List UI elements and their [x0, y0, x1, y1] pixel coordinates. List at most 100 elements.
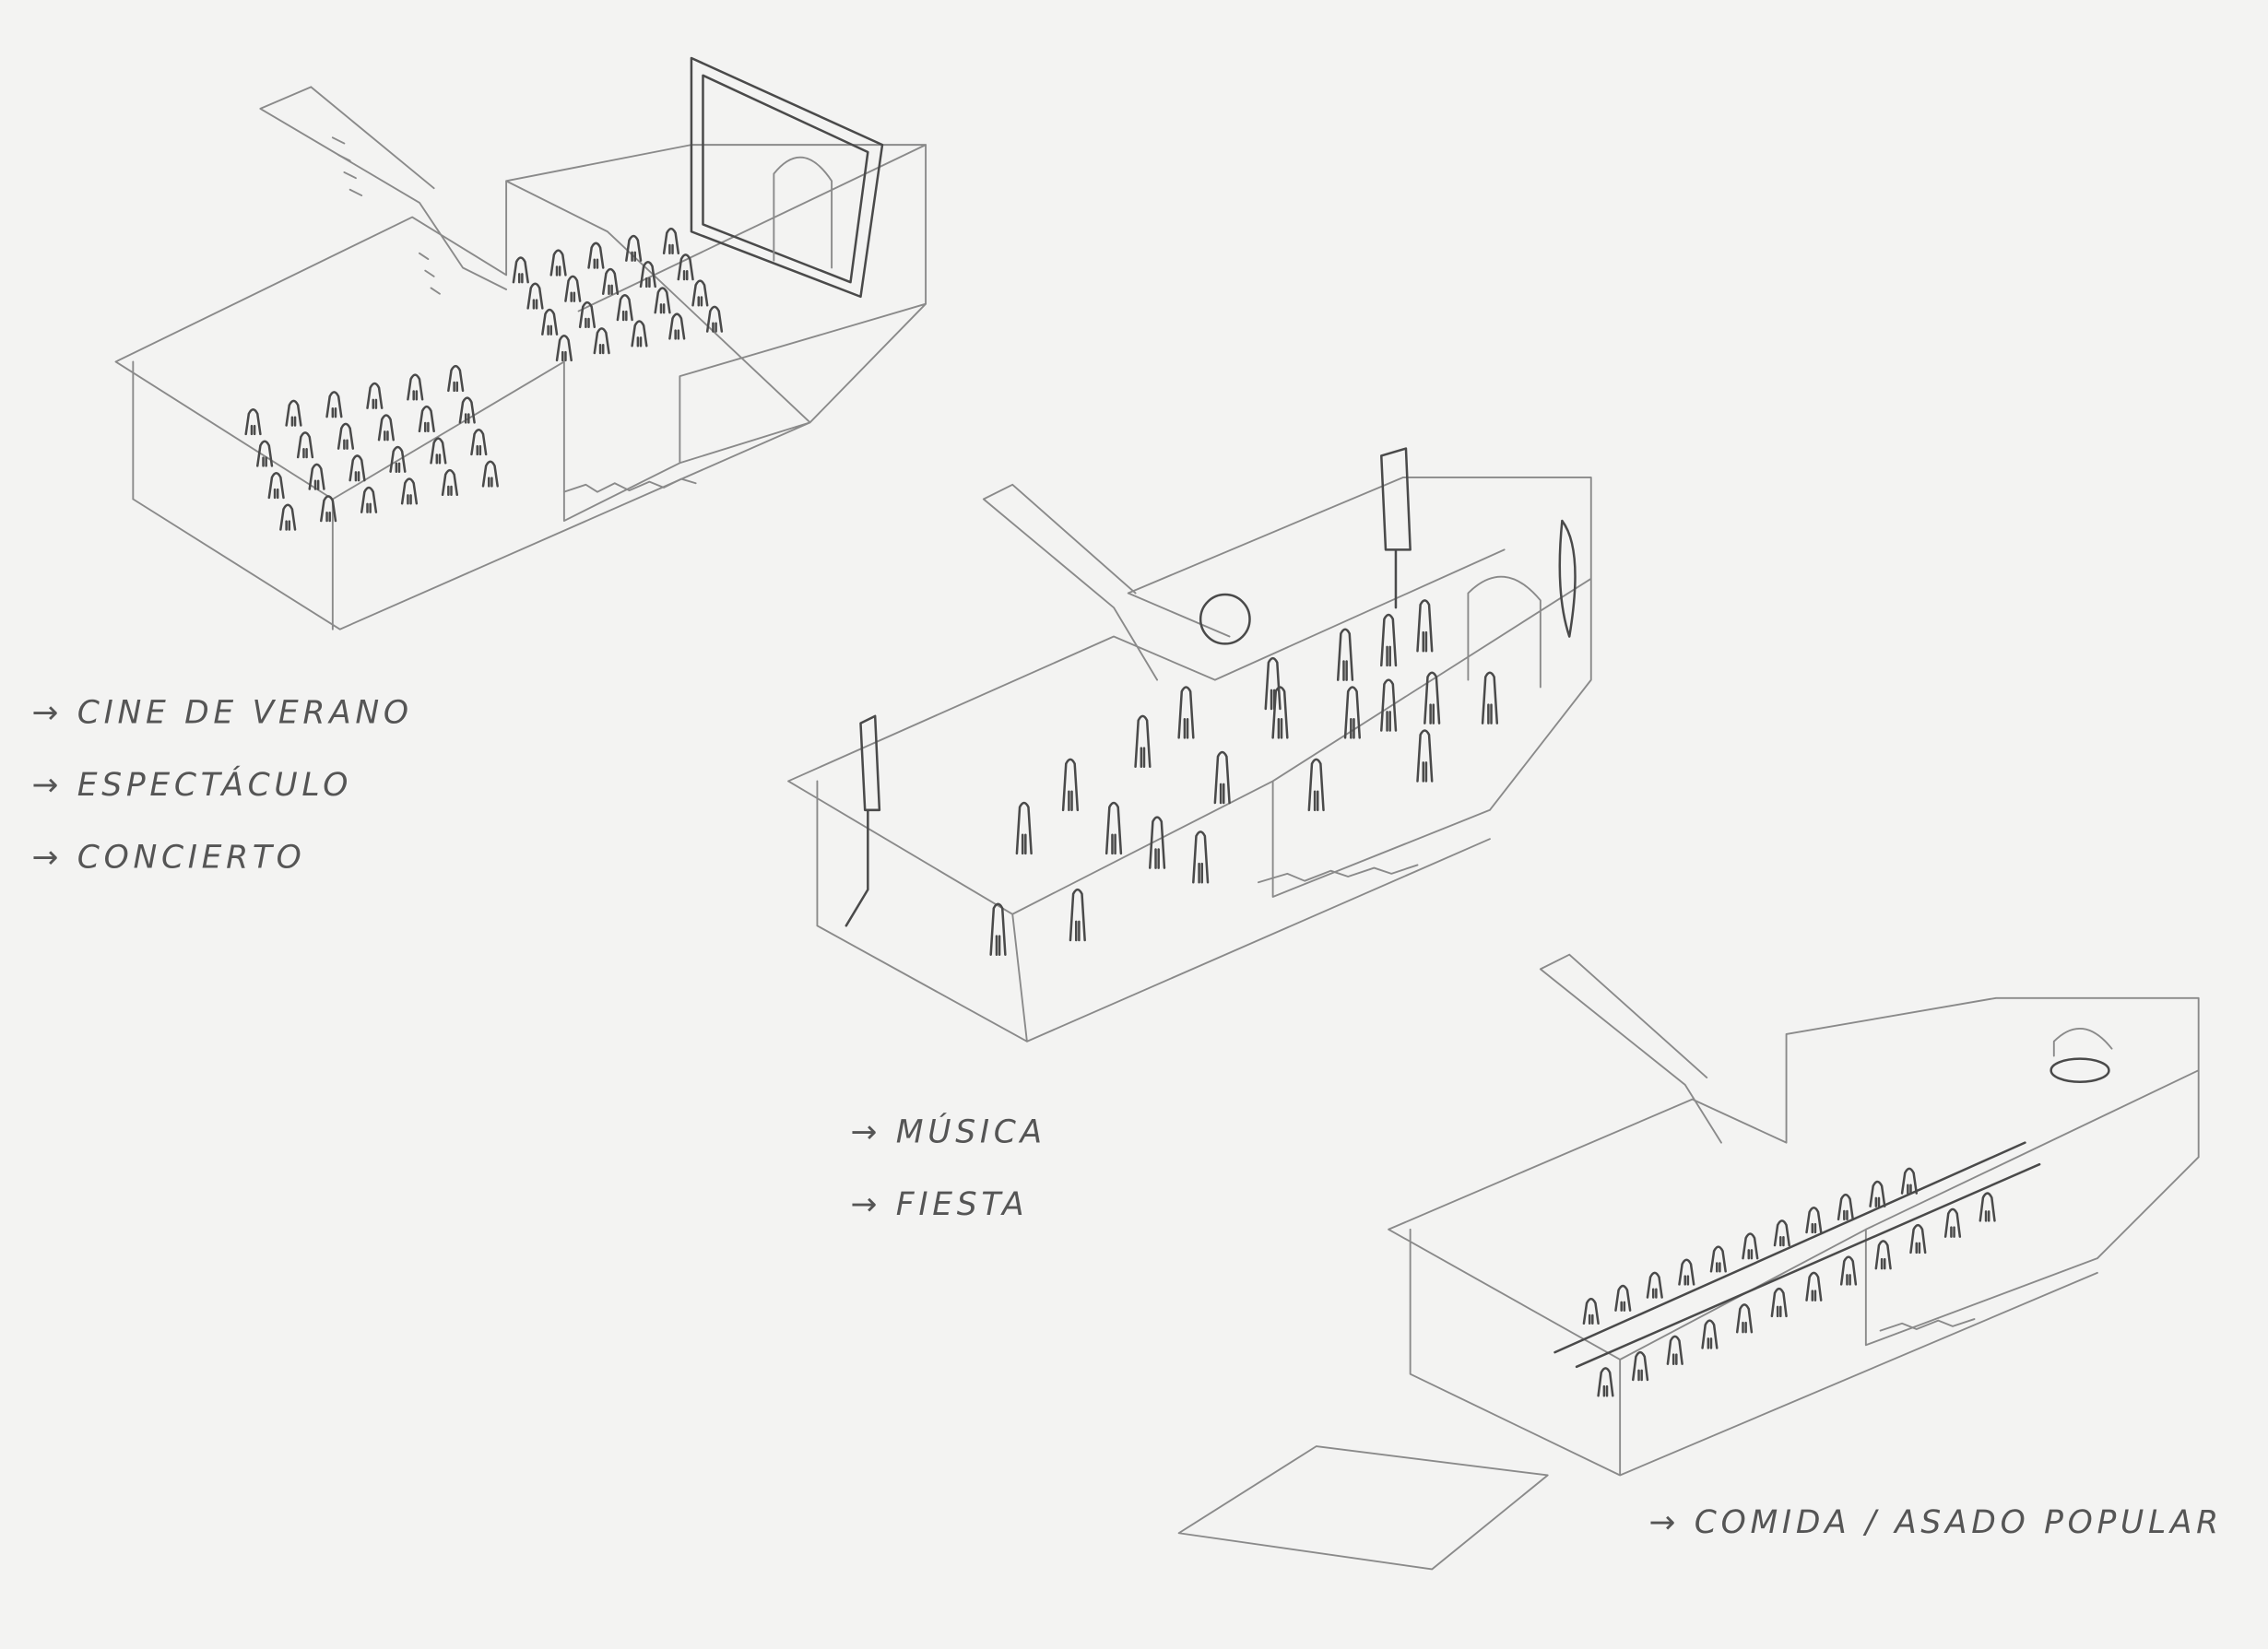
figure-icon	[1742, 1232, 1759, 1260]
label-musica: → MÚSICA	[851, 1113, 1046, 1151]
figure-icon	[279, 503, 297, 531]
figure-icon	[430, 437, 447, 465]
figure-icon	[1192, 830, 1210, 884]
label-espectaculo: → ESPECTÁCULO	[32, 766, 353, 804]
figure-icon	[677, 253, 694, 281]
figure-icon	[256, 440, 274, 467]
figure-icon	[1213, 750, 1231, 805]
figure-icon	[705, 305, 724, 333]
figure-icon	[366, 382, 384, 409]
figure-icon	[1614, 1284, 1632, 1312]
figure-icon	[1134, 714, 1152, 769]
figure-icon	[1069, 888, 1086, 942]
figure-icon	[578, 300, 597, 329]
figure-icon	[1336, 628, 1354, 681]
sketch-party-block	[787, 447, 1592, 1042]
figure-icon	[549, 249, 567, 277]
figure-icon	[447, 364, 465, 393]
figure-icon	[989, 902, 1007, 956]
figure-icon	[285, 399, 302, 427]
figure-icon	[320, 495, 337, 523]
figure-icon	[308, 463, 325, 490]
figure-icon	[564, 275, 582, 302]
figure-icon	[662, 227, 680, 255]
figure-icon	[1271, 686, 1289, 739]
figure-icon	[1770, 1287, 1788, 1318]
figure-icon	[1869, 1180, 1886, 1207]
figure-icon	[1416, 729, 1434, 783]
figure-icon	[1837, 1193, 1854, 1221]
figure-icon	[1307, 758, 1325, 812]
figure-icon	[1632, 1350, 1649, 1382]
figure-icon	[267, 472, 285, 500]
figure-icon	[1061, 758, 1080, 812]
figure-icon	[1597, 1367, 1614, 1397]
figure-icon	[1773, 1219, 1790, 1247]
figure-icon	[541, 308, 559, 336]
figure-icon	[1177, 686, 1195, 739]
figure-icon	[1678, 1258, 1695, 1286]
figure-icon	[1805, 1207, 1823, 1234]
figure-icon	[1149, 816, 1166, 869]
figure-icon	[407, 373, 424, 401]
figure-icon	[1343, 686, 1362, 739]
figure-icon	[1874, 1240, 1892, 1270]
figure-icon	[1015, 801, 1033, 855]
figure-icon	[481, 460, 499, 488]
figure-icon	[377, 414, 395, 442]
figure-icon	[1104, 801, 1123, 855]
figure-icon	[1380, 678, 1398, 732]
label-cine-de-verano: → CINE DE VERANO	[32, 695, 413, 732]
figure-icon	[1735, 1303, 1754, 1334]
figure-icon	[555, 335, 573, 362]
figure-icon	[526, 282, 544, 310]
sketch-meal-block	[1177, 953, 2200, 1571]
figure-icon	[1900, 1167, 1919, 1195]
figure-icon	[1979, 1192, 1996, 1222]
figure-icon	[337, 422, 355, 450]
figure-icon	[631, 320, 648, 347]
figure-icon	[668, 312, 686, 340]
figure-icon	[1666, 1335, 1683, 1365]
figure-icon	[360, 486, 378, 513]
figure-icon	[593, 327, 610, 355]
figure-icon	[1264, 656, 1282, 711]
label-fiesta: → FIESTA	[851, 1186, 1029, 1223]
figure-icon	[625, 234, 643, 262]
figure-icon	[512, 256, 529, 284]
figure-icon	[1701, 1319, 1719, 1349]
figure-icon	[1646, 1271, 1663, 1299]
figure-icon	[325, 391, 343, 418]
figure-icon	[1416, 599, 1434, 653]
label-comida-asado-popular: → COMIDA / ASADO POPULAR	[1649, 1504, 2223, 1541]
figure-icon	[654, 287, 671, 314]
figure-icon	[639, 260, 656, 289]
figure-icon	[418, 405, 435, 433]
figure-icon	[587, 241, 605, 269]
figure-icon	[458, 396, 476, 424]
diner-figures	[1582, 1167, 1996, 1397]
figure-icon	[601, 267, 620, 295]
audience-figures-1	[244, 227, 724, 531]
figure-icon	[400, 477, 419, 505]
figure-icon	[691, 279, 709, 307]
figure-icon	[1839, 1255, 1858, 1286]
label-concierto: → CONCIERTO	[32, 840, 306, 877]
figure-icon	[1380, 613, 1398, 667]
figure-icon	[441, 468, 459, 497]
figure-icon	[296, 431, 314, 459]
figure-icon	[389, 445, 407, 473]
figure-icon	[1943, 1207, 1962, 1238]
figure-icon	[470, 428, 488, 456]
figure-icon	[1909, 1223, 1927, 1254]
figure-icon	[244, 408, 262, 436]
figure-icon	[1423, 671, 1441, 724]
dancing-figures	[989, 599, 1499, 956]
sketch-cinema-block	[114, 56, 927, 630]
figure-icon	[1582, 1297, 1600, 1325]
figure-icon	[348, 454, 366, 482]
figure-icon	[1481, 671, 1499, 724]
figure-icon	[616, 294, 633, 322]
